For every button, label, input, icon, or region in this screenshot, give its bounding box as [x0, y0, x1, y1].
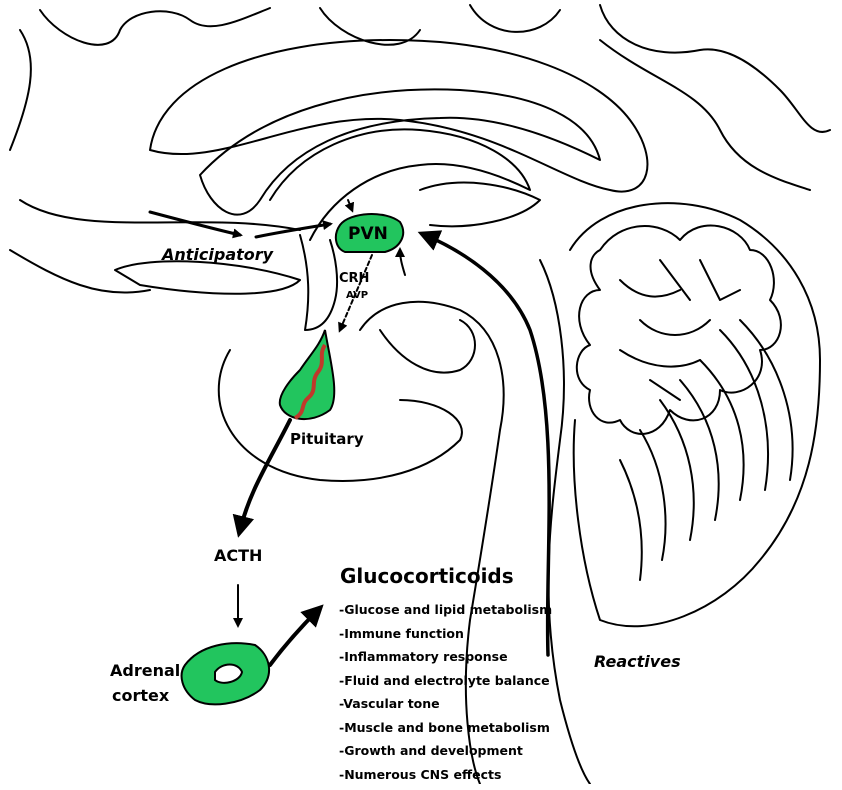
- effect-item: -Vascular tone: [339, 696, 552, 720]
- effect-item: -Inflammatory response: [339, 649, 552, 673]
- optic-chiasm: [115, 261, 300, 293]
- hypothalamic-stalk: [300, 235, 337, 330]
- crh-label: CRH: [339, 272, 369, 285]
- pvn-label: PVN: [348, 226, 388, 243]
- effect-item: -Immune function: [339, 626, 552, 650]
- pituitary-label: Pituitary: [290, 432, 364, 447]
- descending-arrow: [348, 200, 352, 210]
- adrenal-label-line1: Adrenal: [110, 663, 180, 679]
- corpus-callosum: [200, 89, 600, 214]
- glucocorticoid-effects-list: -Glucose and lipid metabolism -Immune fu…: [339, 602, 552, 790]
- anticipatory-label: Anticipatory: [162, 247, 273, 263]
- adrenal-to-glucocorticoids-arrow: [270, 610, 318, 665]
- effect-item: -Muscle and bone metabolism: [339, 720, 552, 744]
- pituitary-gland: [280, 330, 334, 419]
- glucocorticoids-title: Glucocorticoids: [340, 566, 514, 586]
- cortex-outline: [10, 5, 830, 190]
- pons: [380, 320, 475, 373]
- acth-label: ACTH: [214, 548, 262, 564]
- effect-item: -Numerous CNS effects: [339, 767, 552, 790]
- avp-label: AVP: [346, 291, 368, 301]
- pituitary-to-acth-arrow: [240, 420, 290, 530]
- adrenal-label-line2: cortex: [112, 688, 169, 704]
- reactives-label: Reactives: [594, 654, 681, 670]
- cerebellum-rings: [620, 320, 793, 580]
- reactive-arrow: [425, 235, 549, 655]
- feedback-arrow: [400, 250, 405, 275]
- adrenal-cortex-gland: [182, 643, 269, 704]
- effect-item: -Fluid and electrolyte balance: [339, 673, 552, 697]
- thalamus: [420, 183, 540, 227]
- cerebellum-outline: [570, 203, 820, 626]
- effect-item: -Growth and development: [339, 743, 552, 767]
- effect-item: -Glucose and lipid metabolism: [339, 602, 552, 626]
